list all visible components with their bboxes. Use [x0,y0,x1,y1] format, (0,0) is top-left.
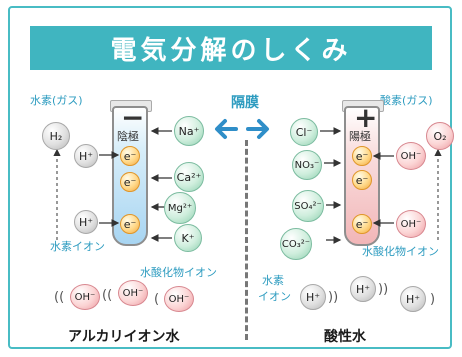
hydrogen-gas-molecule: H₂ [42,122,70,150]
hydrogen-ion: H⁺ [74,144,98,168]
hydroxide-ion-label-right: 水酸化物イオン [362,245,439,258]
hydrogen-ion: H⁺ [350,276,376,302]
calcium-ion: Ca²⁺ [174,162,204,192]
membrane-divider [245,140,248,340]
frame-border [8,6,452,349]
hydrogen-ion: H⁺ [300,284,326,310]
wave-open: (( [102,288,113,303]
hydrogen-gas-label: 水素(ガス) [30,94,83,107]
hydrogen-ion-label-right-1: 水素 [262,274,284,287]
carbonate-ion: CO₃²⁻ [280,228,312,260]
wave-close: ) [430,292,436,307]
page-title: 電気分解のしくみ [110,35,352,66]
hydrogen-ion: H⁺ [400,286,426,312]
hydroxide-ion-label-left: 水酸化物イオン [140,266,217,279]
wave-close: )) [328,290,339,305]
hydroxide-ion: OH⁻ [396,210,426,238]
wave-open: ( [154,292,160,307]
electron: e⁻ [352,214,372,234]
minus-sign: − [121,101,145,134]
hydroxide-ion: OH⁻ [164,286,194,312]
electron: e⁻ [120,146,140,166]
oxygen-gas-label: 酸素(ガス) [380,94,433,107]
electron: e⁻ [352,170,372,190]
hydroxide-ion: OH⁻ [396,142,426,170]
sulfate-ion: SO₄²⁻ [292,190,324,222]
acidic-water-label: 酸性水 [324,329,366,345]
wave-close: )) [378,282,389,297]
wave-open: (( [54,290,65,305]
oxygen-gas-molecule: O₂ [426,122,454,150]
nitrate-ion: NO₃⁻ [292,150,322,180]
hydroxide-ion: OH⁻ [118,280,148,306]
title-bar: 電気分解のしくみ [30,26,432,70]
cathode-label: 陰極 [117,130,139,143]
membrane-label: 隔膜 [231,95,259,111]
anode-label: 陽極 [349,130,371,143]
sodium-ion: Na⁺ [174,116,204,146]
magnesium-ion: Mg²⁺ [164,192,196,224]
electron: e⁻ [120,214,140,234]
electron: e⁻ [120,172,140,192]
membrane-arrows-icon [215,119,269,139]
hydrogen-ion: H⁺ [74,210,98,234]
potassium-ion: K⁺ [174,224,202,252]
hydrogen-ion-label: 水素イオン [50,240,105,253]
chloride-ion: Cl⁻ [290,118,318,146]
electron: e⁻ [352,146,372,166]
hydrogen-ion-label-right-2: イオン [258,290,291,303]
hydroxide-ion: OH⁻ [70,284,100,310]
alkaline-water-label: アルカリイオン水 [68,329,180,345]
plus-sign: + [354,101,378,134]
